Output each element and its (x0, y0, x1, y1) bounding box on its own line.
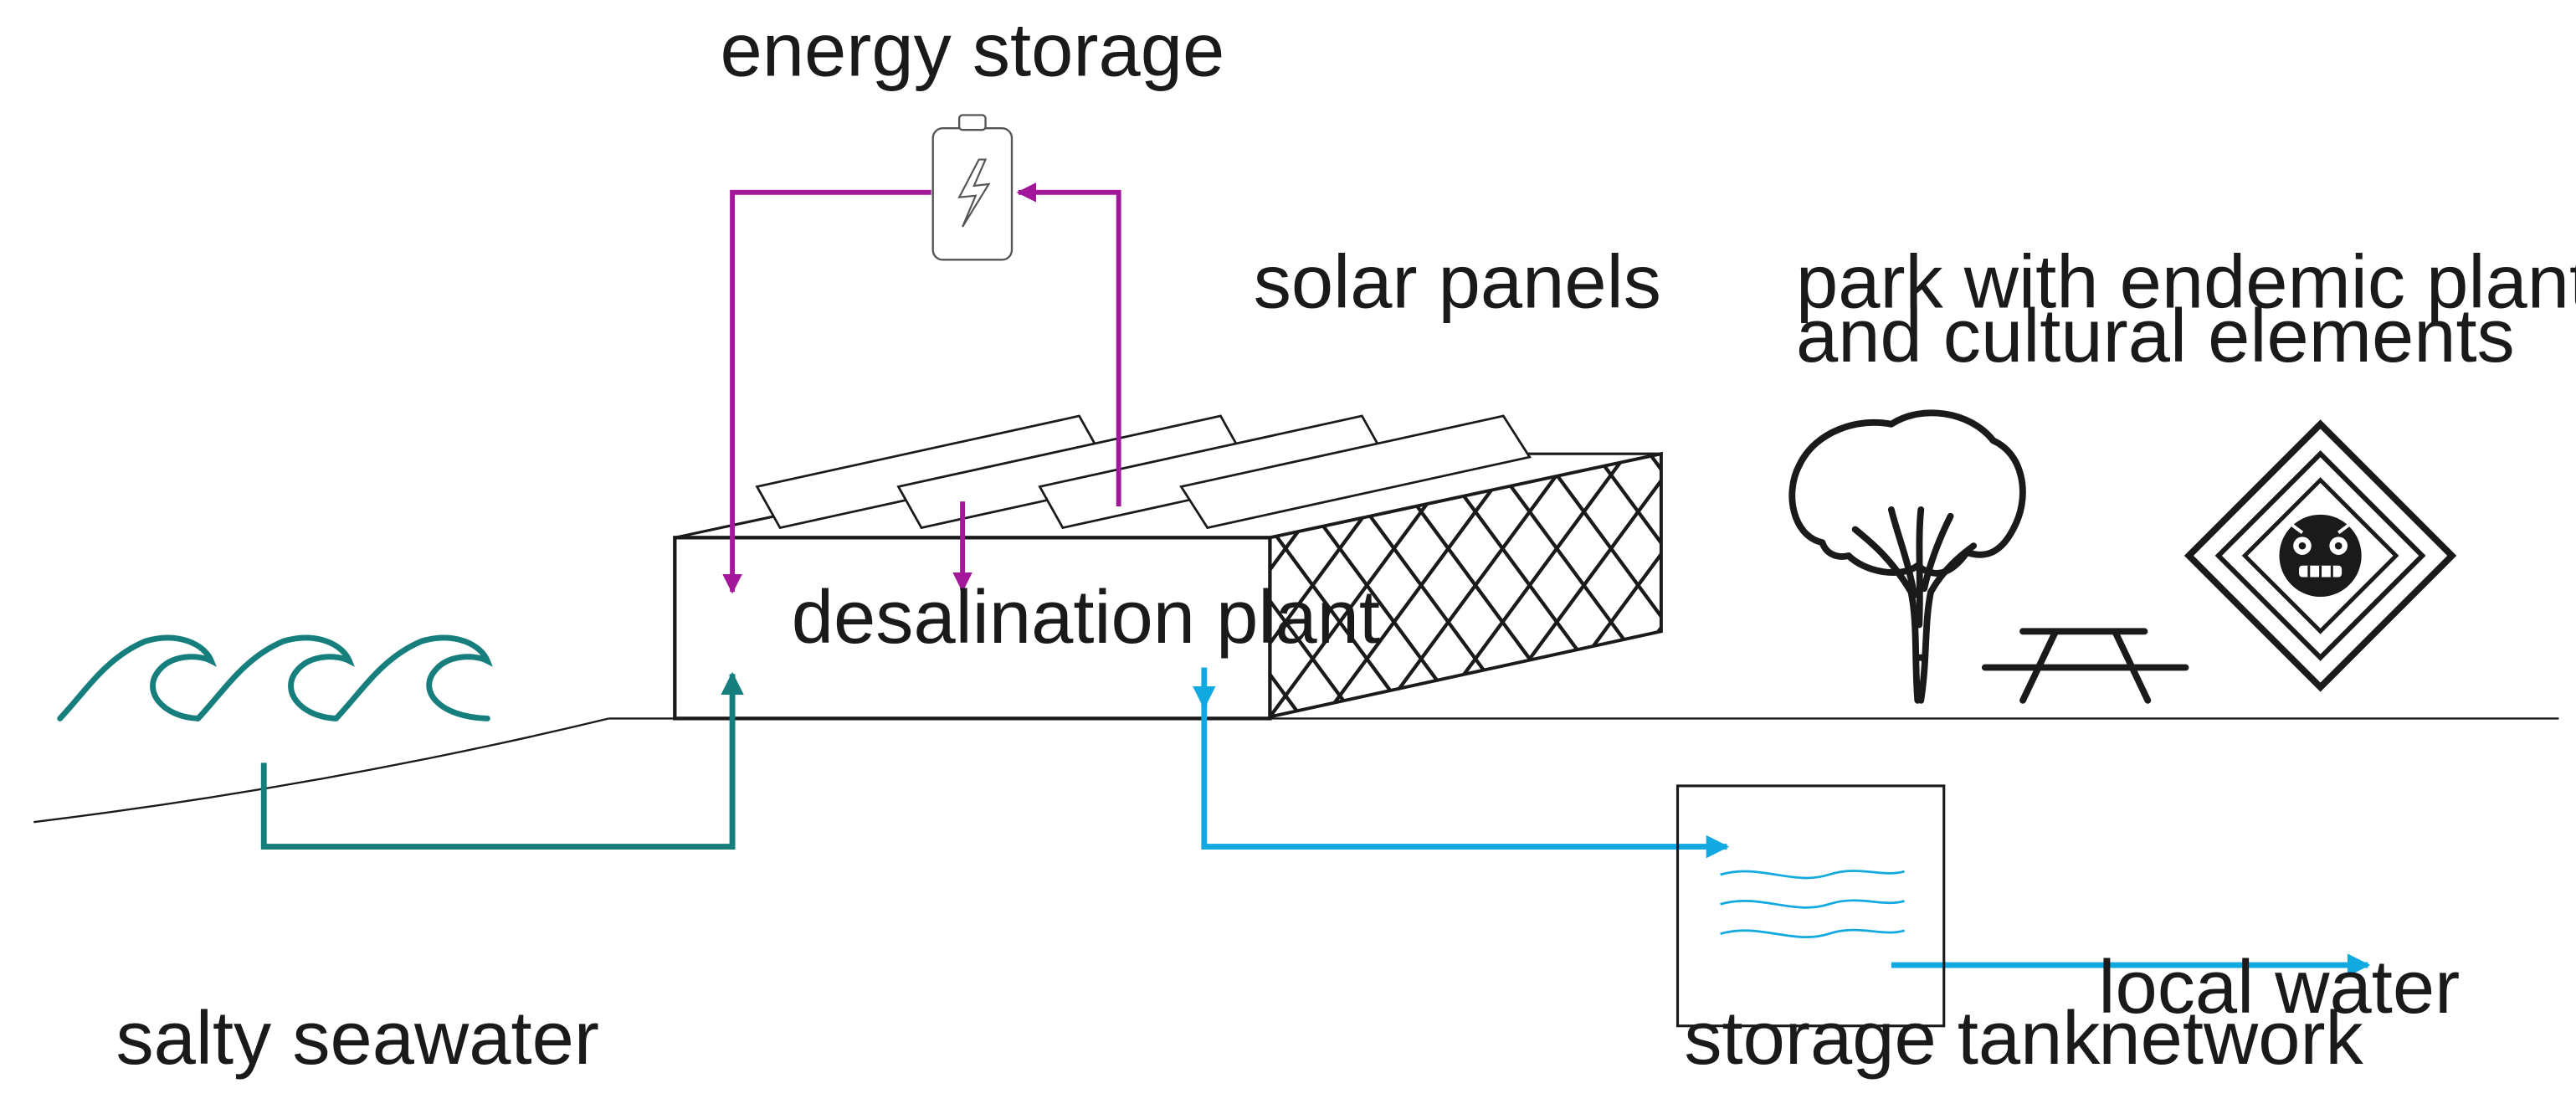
park-label-line1: park with endemic plants (1796, 239, 2576, 324)
energy-storage-label: energy storage (721, 8, 1225, 92)
park-label-line2: and cultural elements (1796, 294, 2515, 378)
solar-panels (755, 414, 1532, 530)
energy-flows (722, 182, 1121, 594)
lattice-line (1431, 454, 1629, 717)
lattice-line (1377, 454, 1574, 717)
building-front (673, 536, 1272, 721)
solar-panels-label: solar panels (1254, 239, 1661, 324)
battery-charging-icon (931, 114, 1013, 261)
lattice-line (1593, 454, 1661, 717)
picnic-table-icon (1981, 628, 2189, 704)
lattice-line (1322, 454, 1520, 717)
battery-to-plant-arrow (722, 189, 931, 594)
lattice-line (1704, 454, 1898, 716)
lattice-line (1270, 454, 1357, 717)
lattice-line (1648, 454, 1661, 717)
cultural-emblem-icon (2183, 419, 2457, 692)
tree-icon (1788, 409, 2026, 704)
lattice-line (1648, 454, 1661, 717)
plant-to-tank-arrow (1201, 691, 1730, 859)
solar-panel (1179, 414, 1532, 530)
storage-tank (1675, 784, 1946, 1028)
lattice-line (1704, 454, 1898, 716)
shore-line (33, 717, 610, 824)
seawater-intake-arrow (260, 671, 744, 850)
salty-seawater-label: salty seawater (115, 996, 598, 1081)
fresh-water-flows (1193, 667, 2371, 977)
desalination-plant-label: desalination plant (792, 575, 1380, 660)
local-water-label-line1: local water (2098, 945, 2460, 1029)
local-water-label-line2: network (2098, 996, 2363, 1081)
storage-tank-label: storage tank (1684, 996, 2101, 1081)
panel-to-battery-arrow (1016, 182, 1121, 506)
water-waves-icon (1720, 870, 1906, 938)
waves-icon (57, 634, 493, 721)
